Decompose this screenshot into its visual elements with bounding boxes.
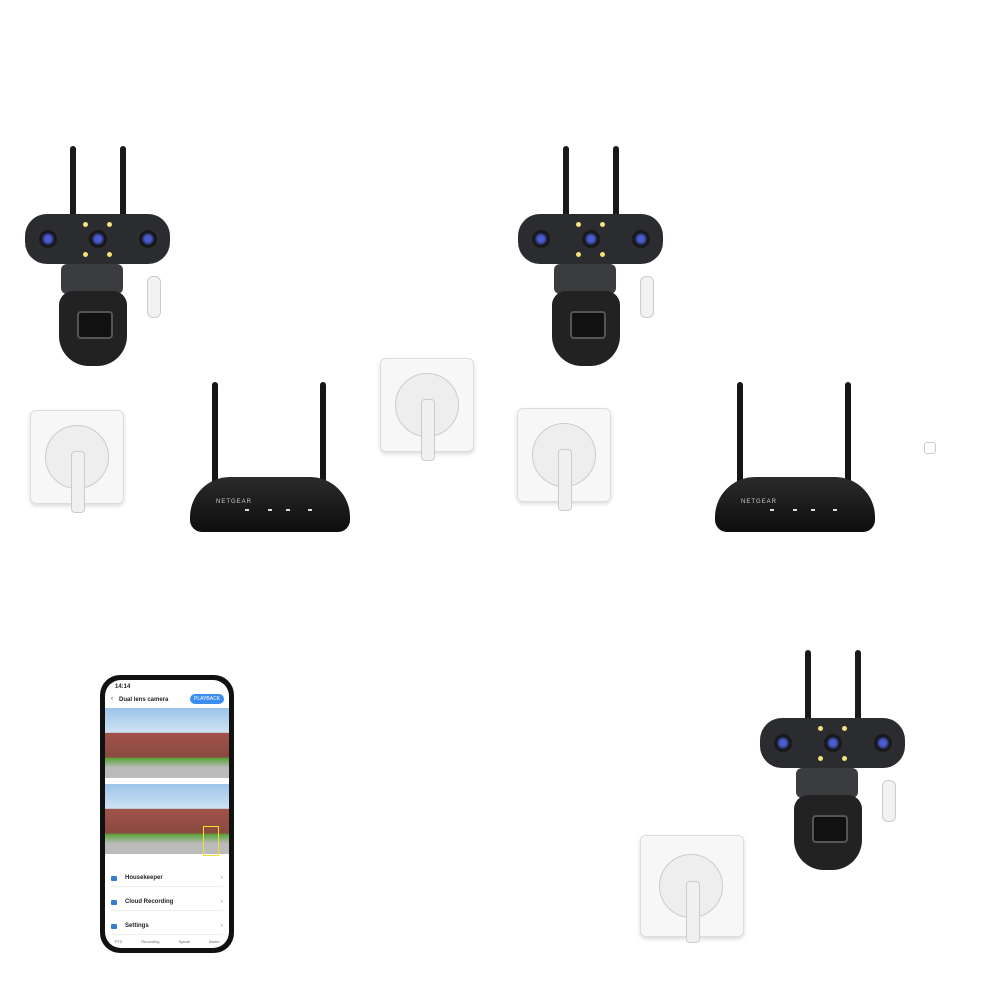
smartphone: 14:14 ‹ Dual lens camera PLAYBACK Housek… <box>100 675 234 953</box>
wifi-router: NETGEAR <box>190 382 350 532</box>
led <box>600 252 605 257</box>
lens <box>87 228 109 250</box>
power-plug <box>640 276 654 318</box>
antenna <box>737 382 743 487</box>
led <box>107 222 112 227</box>
lens <box>772 732 794 754</box>
led <box>83 222 88 227</box>
led <box>600 222 605 227</box>
router-body: NETGEAR <box>715 477 875 532</box>
camera-feed-bottom[interactable] <box>105 784 229 856</box>
tab-alarm[interactable]: Alarm <box>208 939 220 944</box>
lens-window <box>812 815 848 843</box>
router-brand: NETGEAR <box>216 499 253 505</box>
router-brand: NETGEAR <box>741 499 778 505</box>
camera-dome <box>552 291 620 366</box>
antenna <box>613 146 619 218</box>
tab-speak[interactable]: Speak <box>178 939 190 944</box>
led <box>576 222 581 227</box>
camera-lens-bar <box>760 718 905 768</box>
tab-recording[interactable]: Recording <box>141 939 160 944</box>
wall-socket <box>517 408 611 511</box>
led <box>842 726 847 731</box>
antenna <box>212 382 218 487</box>
led <box>818 726 823 731</box>
lens <box>822 732 844 754</box>
camera-lens-bar <box>518 214 663 264</box>
small-connector <box>924 442 936 454</box>
wall-socket <box>640 835 744 943</box>
antenna <box>855 650 861 722</box>
wall-socket <box>380 358 474 461</box>
tab-ptz[interactable]: PTZ <box>114 939 123 944</box>
router-body: NETGEAR <box>190 477 350 532</box>
lens <box>530 228 552 250</box>
lens <box>37 228 59 250</box>
camera-feed-top[interactable] <box>105 708 229 778</box>
led <box>83 252 88 257</box>
antenna <box>563 146 569 218</box>
power-plug <box>147 276 161 318</box>
page-title: Dual lens camera <box>119 697 169 703</box>
camera-dome <box>794 795 862 870</box>
camera-dome <box>59 291 127 366</box>
camera-lens-bar <box>25 214 170 264</box>
antenna <box>70 146 76 218</box>
bottom-tab-bar: PTZ Recording Speak Alarm <box>105 939 229 944</box>
power-plug <box>882 780 896 822</box>
status-time: 14:14 <box>115 684 131 690</box>
menu-cloud-recording[interactable]: Cloud Recording› <box>111 894 223 911</box>
antenna <box>845 382 851 487</box>
menu-settings[interactable]: Settings› <box>111 918 223 935</box>
lens-window <box>77 311 113 339</box>
detection-box <box>203 826 219 856</box>
camera-neck <box>554 264 616 294</box>
app-screen: 14:14 ‹ Dual lens camera PLAYBACK Housek… <box>105 680 229 948</box>
antenna <box>320 382 326 487</box>
wifi-router: NETGEAR <box>715 382 875 532</box>
led <box>576 252 581 257</box>
antenna <box>805 650 811 722</box>
led <box>107 252 112 257</box>
lens <box>630 228 652 250</box>
menu-housekeeper[interactable]: Housekeeper› <box>111 870 223 887</box>
wall-socket <box>30 410 124 513</box>
lens <box>872 732 894 754</box>
ptz-camera <box>518 146 663 366</box>
camera-neck <box>796 768 858 798</box>
back-icon[interactable]: ‹ <box>111 696 113 702</box>
led <box>818 756 823 761</box>
lens <box>580 228 602 250</box>
led <box>842 756 847 761</box>
lens-window <box>570 311 606 339</box>
ptz-camera <box>25 146 170 366</box>
lens <box>137 228 159 250</box>
playback-button[interactable]: PLAYBACK <box>190 694 225 704</box>
ptz-camera <box>760 650 905 870</box>
camera-neck <box>61 264 123 294</box>
antenna <box>120 146 126 218</box>
